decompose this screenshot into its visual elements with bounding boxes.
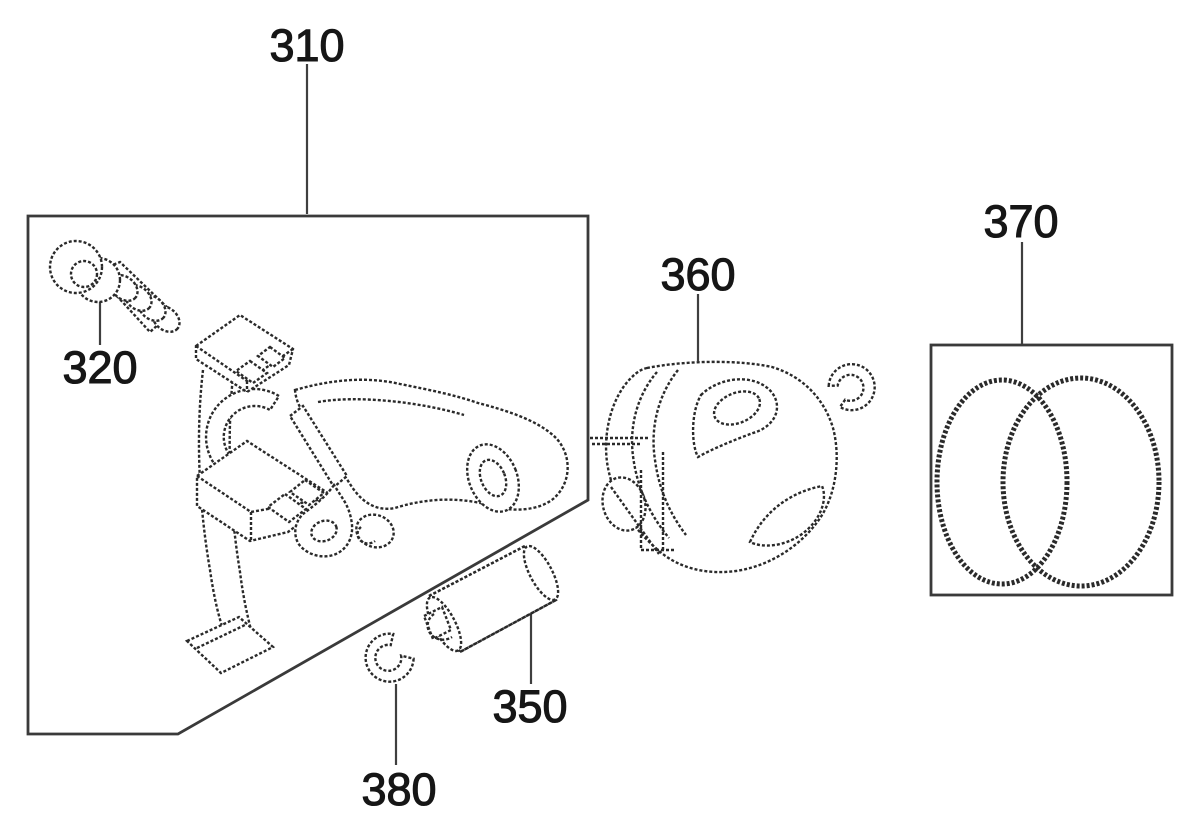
rings-370-box — [929, 343, 1174, 597]
part-label-360: 360 — [660, 249, 735, 300]
part-label-370: 370 — [983, 196, 1058, 247]
part-label-310: 310 — [269, 20, 344, 71]
snap-ring-380-drawing — [364, 632, 415, 683]
connecting-rod-drawing — [288, 378, 569, 558]
piston-rings-370-drawing — [934, 375, 1162, 589]
part-label-350: 350 — [492, 681, 567, 732]
bearing-cap-assembly-drawing — [184, 313, 337, 675]
piston-pin-350-drawing — [422, 544, 560, 654]
piston-snap-ring-drawing — [827, 363, 876, 412]
assembly-310-outline-box — [26, 214, 590, 736]
bolt-320-drawing — [48, 239, 181, 334]
part-label-380: 380 — [361, 764, 436, 815]
piston-360-drawing — [590, 360, 838, 574]
part-label-320: 320 — [62, 342, 137, 393]
